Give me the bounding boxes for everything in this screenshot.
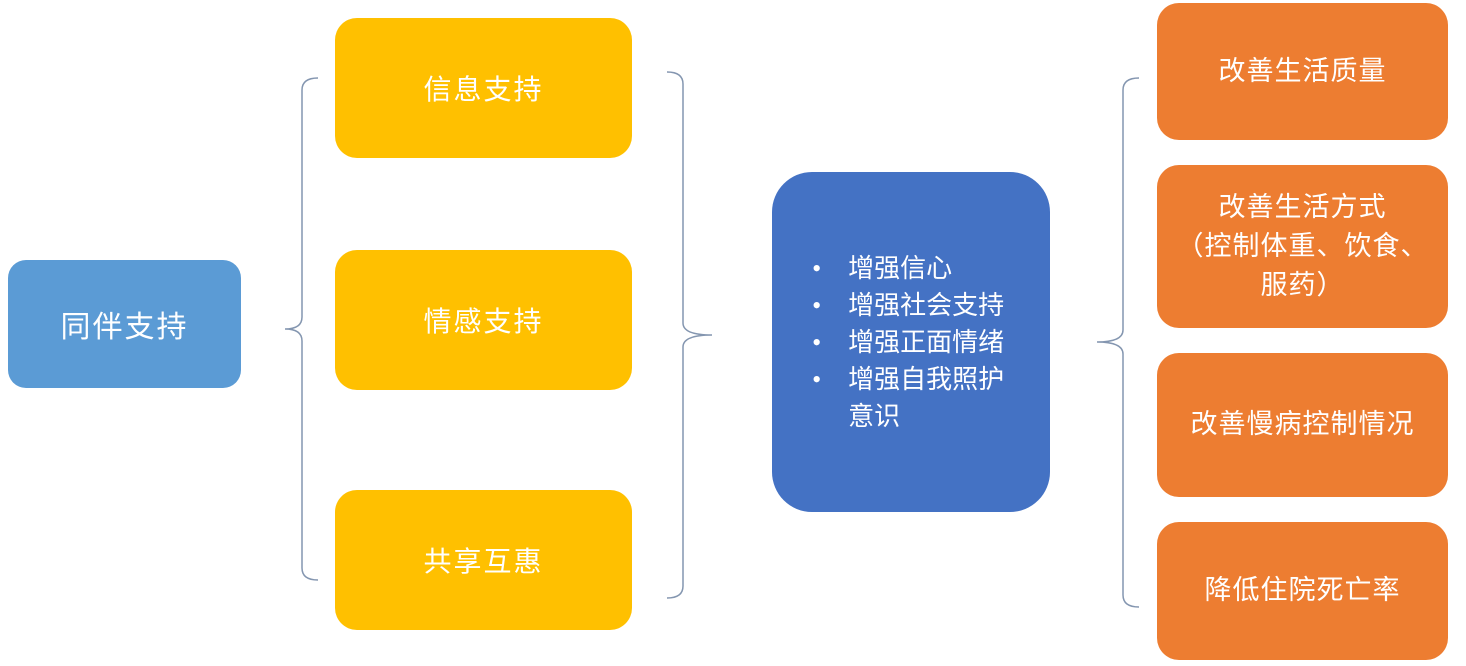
node-outcome-mortality: 降低住院死亡率 [1157,522,1448,660]
mechanism-item: • 增强信心 [810,250,1012,287]
node-emotional-support: 情感支持 [335,250,632,390]
mechanism-label: 增强自我照护意识 [848,364,1005,431]
node-outcome-lifestyle: 改善生活方式 （控制体重、饮食、 服药） [1157,165,1448,328]
node-peer-support: 同伴支持 [8,260,241,388]
bullet-icon: • [812,253,822,283]
middle-brace [666,71,713,599]
mechanism-item: • 增强自我照护意识 [810,361,1012,435]
emotional-support-label: 情感支持 [423,307,544,338]
bullet-icon: • [812,364,822,394]
mechanism-label: 增强信心 [848,253,953,283]
node-mechanisms: • 增强信心 • 增强社会支持 • 增强正面情绪 • 增强自我照护意识 [772,172,1050,512]
right-brace [1096,77,1140,608]
node-information-support: 信息支持 [335,18,632,158]
mechanisms-bullet-list: • 增强信心 • 增强社会支持 • 增强正面情绪 • 增强自我照护意识 [810,250,1012,435]
bullet-icon: • [812,327,822,357]
bullet-icon: • [812,290,822,320]
mutual-sharing-label: 共享互惠 [423,547,544,578]
outcome-label: 改善生活方式 （控制体重、饮食、 服药） [1176,191,1429,301]
mechanism-item: • 增强正面情绪 [810,324,1012,361]
mechanism-item: • 增强社会支持 [810,287,1012,324]
outcome-label: 改善生活质量 [1218,55,1387,86]
node-outcome-chronic-disease-control: 改善慢病控制情况 [1157,353,1448,497]
mechanism-label: 增强正面情绪 [848,327,1005,357]
peer-support-label: 同伴支持 [60,311,189,344]
node-mutual-sharing: 共享互惠 [335,490,632,630]
left-brace [284,77,319,581]
information-support-label: 信息支持 [423,75,544,106]
outcome-label: 改善慢病控制情况 [1190,409,1415,440]
outcome-label: 降低住院死亡率 [1204,575,1401,606]
node-outcome-quality-of-life: 改善生活质量 [1157,3,1448,140]
mechanism-label: 增强社会支持 [848,290,1005,320]
